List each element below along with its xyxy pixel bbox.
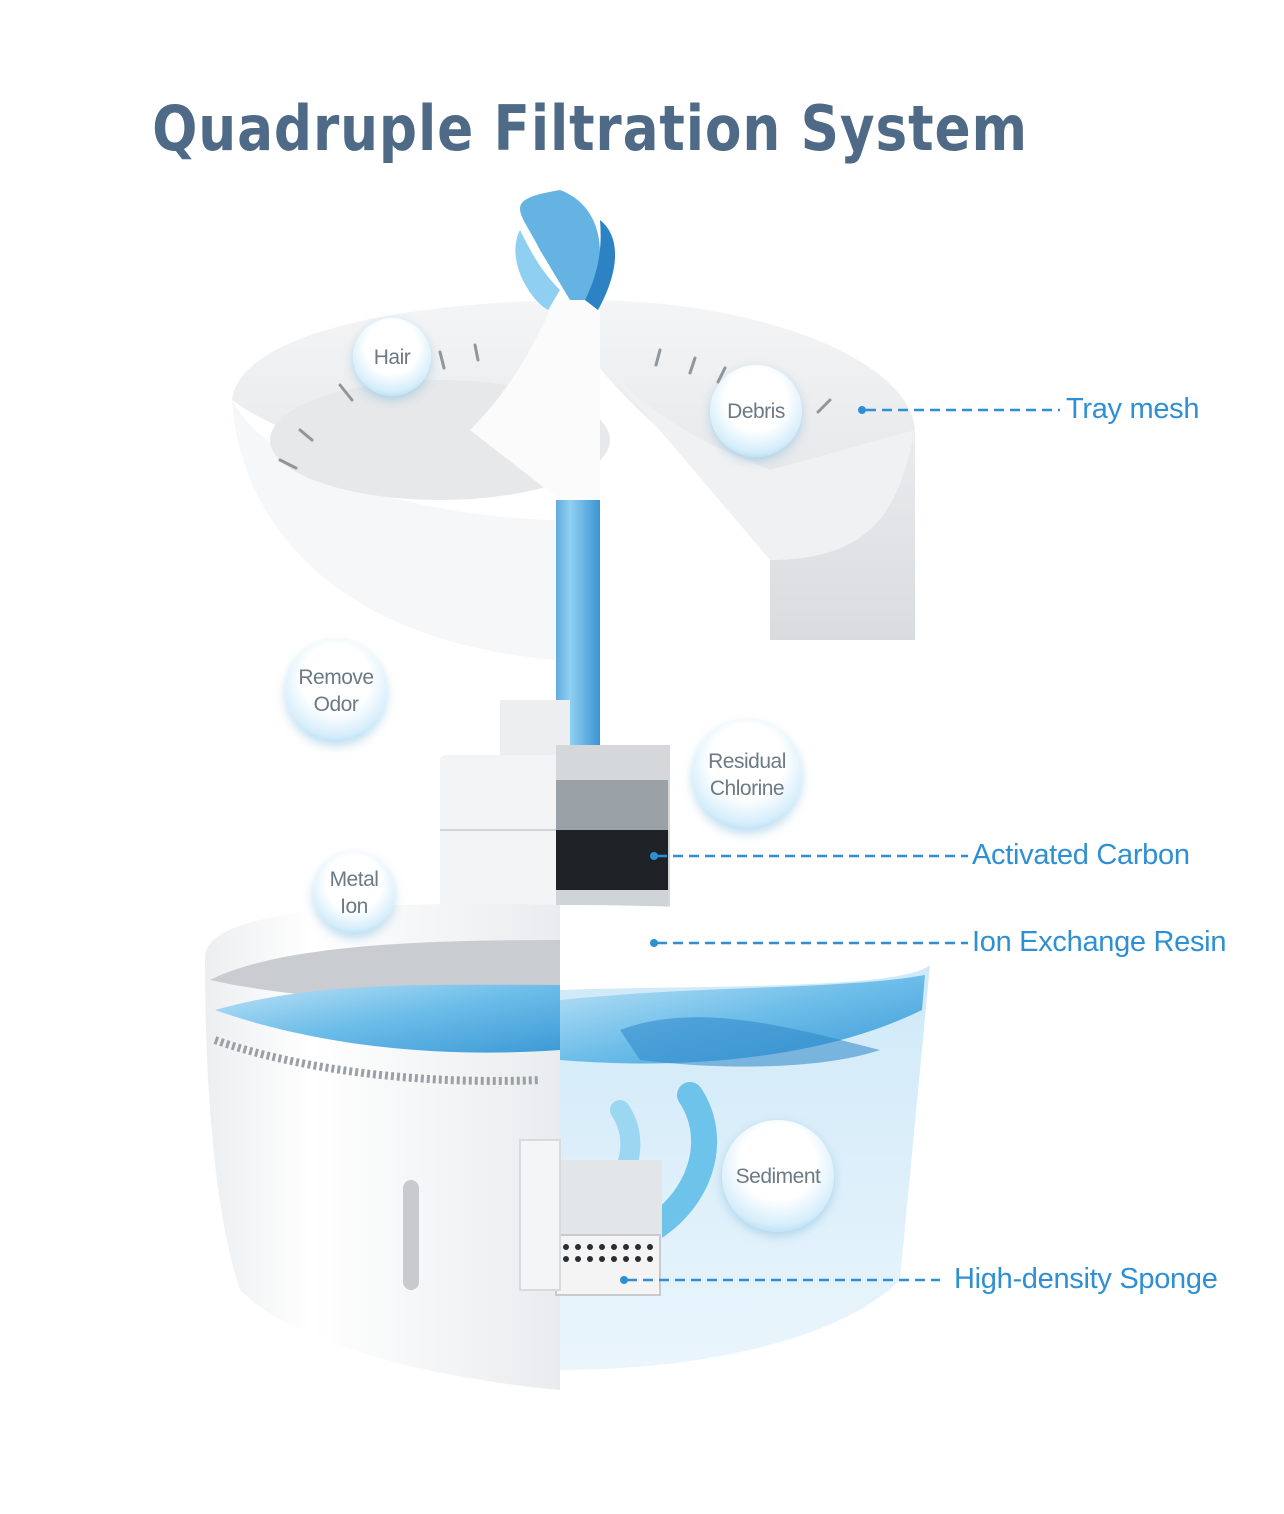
bubble-sediment-label: Sediment xyxy=(735,1164,821,1188)
page-title: Quadruple Filtration System xyxy=(152,92,1028,165)
callout-high-density-sponge: High-density Sponge xyxy=(954,1263,1218,1295)
leader-dot xyxy=(650,939,658,947)
bubble-remove-odor-line2: Odor xyxy=(313,693,359,716)
bubble-hair-label: Hair xyxy=(373,345,411,369)
bubble-residual-chlorine: Residual Chlorine xyxy=(692,720,802,830)
bubble-sediment: Sediment xyxy=(722,1120,834,1232)
leader-dot xyxy=(858,406,866,414)
leader-lines xyxy=(627,408,1060,1282)
bubble-metal-ion: Metal Ion xyxy=(313,852,395,934)
callout-ion-exchange-resin: Ion Exchange Resin xyxy=(972,926,1227,958)
callout-activated-carbon: Activated Carbon xyxy=(972,839,1190,871)
leader-dot xyxy=(650,852,658,860)
callout-tray-mesh: Tray mesh xyxy=(1066,393,1200,425)
bubble-debris: Debris xyxy=(710,365,802,457)
bubble-residual-chlorine-line2: Chlorine xyxy=(709,777,785,800)
bubble-debris-label: Debris xyxy=(727,399,785,423)
bubble-residual-chlorine-line1: Residual xyxy=(708,750,786,773)
leader-dot xyxy=(620,1276,628,1284)
bubble-hair: Hair xyxy=(353,318,431,396)
bubble-metal-ion-line2: Ion xyxy=(340,895,368,918)
bubble-metal-ion-line1: Metal xyxy=(329,868,379,891)
bubble-remove-odor-line1: Remove xyxy=(298,666,374,689)
base-bowl xyxy=(204,903,930,1390)
bubble-remove-odor: Remove Odor xyxy=(285,640,387,742)
